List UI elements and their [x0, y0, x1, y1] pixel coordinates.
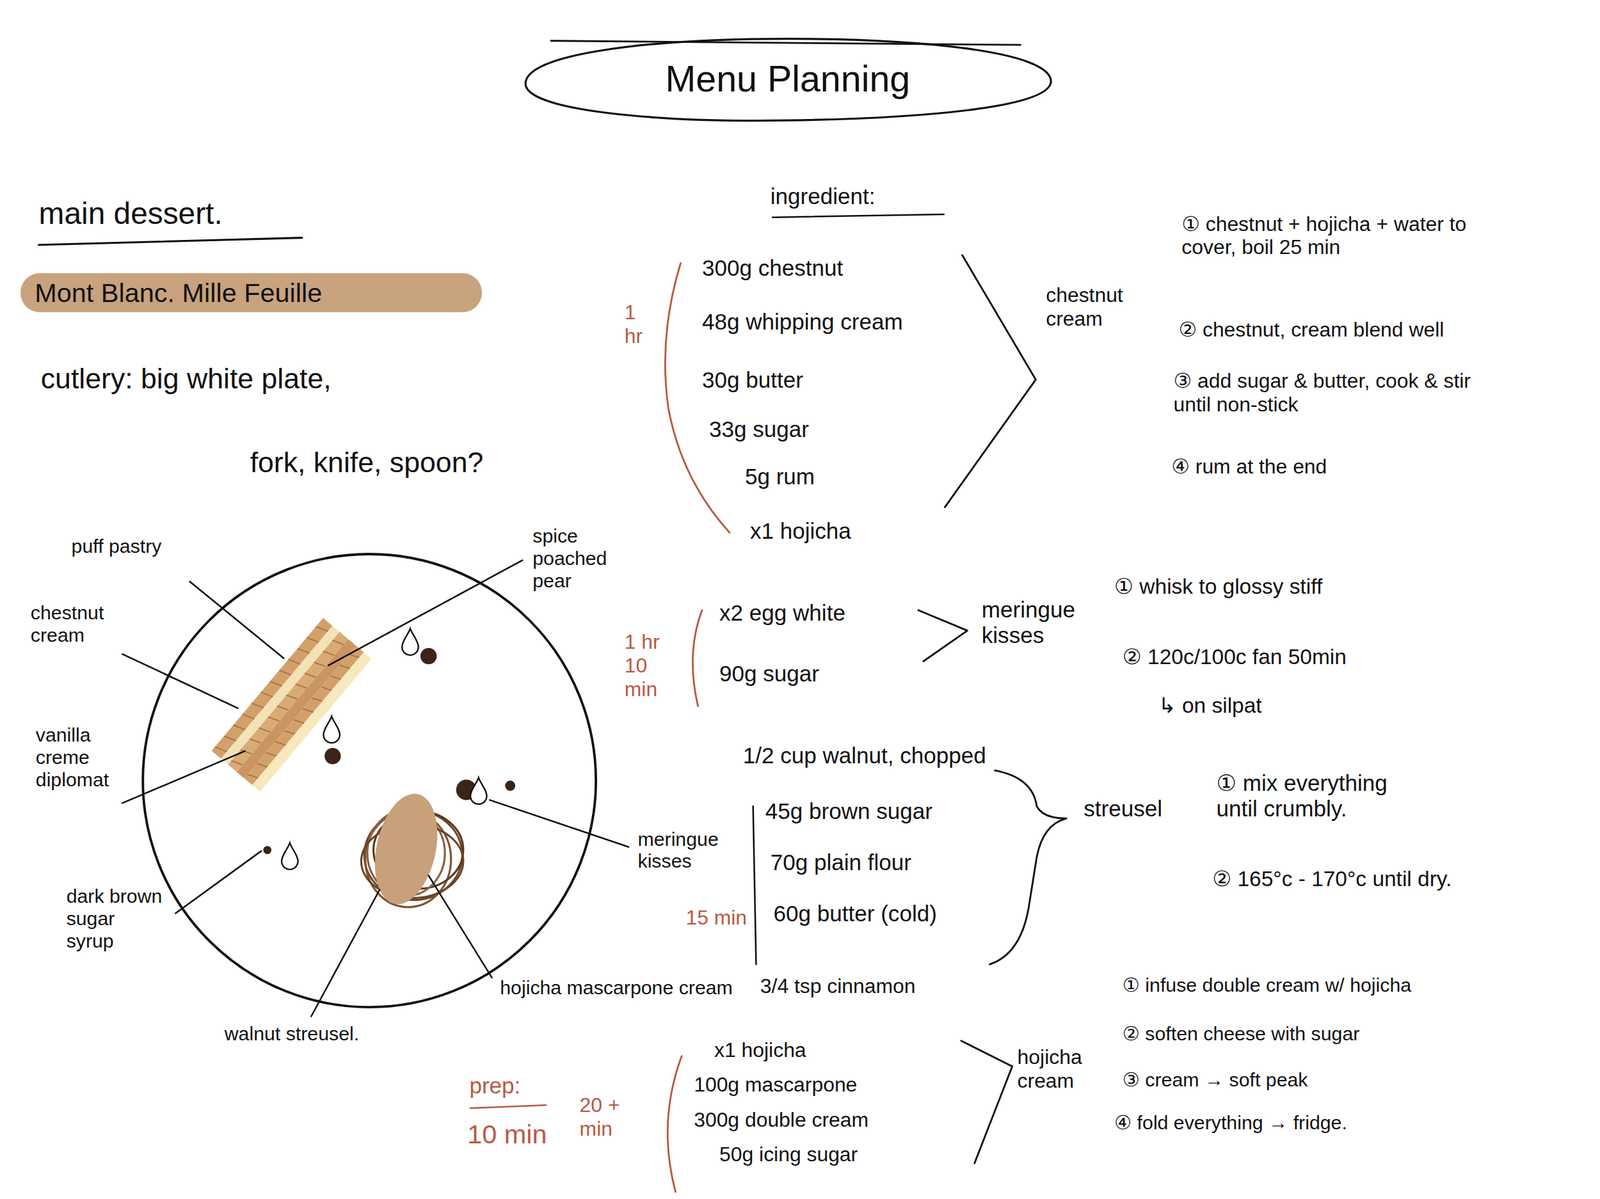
heading: ingredient:	[770, 183, 876, 210]
ingredient: 33g sugar	[709, 416, 809, 443]
group-bracket	[990, 770, 1067, 965]
time-note: 1 hr 10 min	[624, 630, 681, 701]
method-step: ④ fold everything → fridge.	[1114, 1112, 1348, 1135]
plate-label: hojicha mascarpone cream	[499, 977, 735, 1000]
ingredient: 60g butter (cold)	[773, 901, 937, 927]
method-step: ① mix everything until crumbly.	[1216, 770, 1421, 823]
meringue-kiss	[281, 628, 487, 870]
component-name: hojicha cream	[1017, 1045, 1105, 1093]
method-step: ② 120c/100c fan 50min	[1122, 645, 1347, 671]
component-name: streusel	[1083, 796, 1163, 822]
group-bracket	[944, 255, 1036, 508]
ingredient: 45g brown sugar	[765, 798, 933, 825]
highlight-band: Mont Blanc. Mille Feuille	[20, 273, 482, 313]
ingredient: 70g plain flour	[770, 849, 912, 876]
method-step: ③ add sugar & butter, cook & stir until …	[1173, 369, 1511, 416]
method-step: ① infuse double cream w/ hojicha	[1122, 974, 1412, 998]
plate-label: meringue kisses	[637, 828, 740, 874]
note: cutlery: big white plate,	[40, 362, 332, 395]
method-step: ① whisk to glossy stiff	[1114, 574, 1323, 600]
method-step: ③ cream → soft peak	[1122, 1069, 1309, 1092]
group-bracket	[918, 610, 968, 662]
ingredient: 5g rum	[744, 464, 815, 490]
ingredient: x1 hojicha	[750, 518, 852, 544]
note: fork, knife, spoon?	[250, 446, 484, 479]
component-name: chestnut cream	[1045, 283, 1148, 331]
ingredient: 300g chestnut	[702, 255, 843, 281]
method-step: ② soften cheese with sugar	[1122, 1023, 1360, 1046]
time-note: 1 hr	[624, 300, 656, 348]
time-bracket	[664, 263, 730, 533]
time-note: 15 min	[685, 906, 747, 930]
time-bracket	[692, 610, 703, 707]
leader-line	[122, 560, 629, 1017]
ingredient: 3/4 tsp cinnamon	[760, 974, 916, 999]
ingredient: 30g butter	[702, 367, 804, 393]
ingredient: 48g whipping cream	[702, 309, 904, 335]
group-bracket	[961, 1041, 1013, 1164]
title-ellipse	[525, 39, 1051, 121]
ingredient: 50g icing sugar	[719, 1143, 858, 1167]
method-step: ② 165°c - 170°c until dry.	[1212, 867, 1452, 893]
plate-label: vanilla creme diplomat	[35, 724, 128, 792]
title-overline	[551, 40, 1021, 45]
mille-feuille-drawing	[211, 618, 372, 792]
plate-label: spice poached pear	[532, 525, 615, 592]
component-name: meringue kisses	[981, 597, 1094, 649]
ingredient: 90g sugar	[719, 661, 820, 687]
ingredient: 1/2 cup walnut, chopped	[743, 743, 987, 769]
time-note: prep:	[469, 1073, 521, 1099]
plate-label: puff pastry	[71, 535, 162, 559]
heading-underline	[772, 214, 944, 218]
ingredient: 300g double cream	[693, 1108, 869, 1133]
plate-outline	[142, 554, 596, 1008]
ingredient: x2 egg white	[719, 600, 846, 626]
heading-underline	[39, 238, 303, 246]
time-note: 10 min	[467, 1119, 547, 1151]
plate-label: dark brown sugar syrup	[66, 885, 164, 953]
page-title: Menu Planning	[664, 58, 911, 101]
heading: main dessert.	[39, 195, 223, 232]
method-step: ↳ on silpat	[1158, 693, 1263, 719]
ingredient: x1 hojicha	[714, 1038, 807, 1063]
method-step: ④ rum at the end	[1171, 455, 1327, 479]
prep-underline	[470, 1105, 546, 1109]
syrup-dots	[263, 648, 516, 855]
time-note: 20 + min	[579, 1093, 632, 1141]
method-step: ② chestnut, cream blend well	[1178, 318, 1445, 342]
method-step: ① chestnut + hojicha + water to cover, b…	[1181, 212, 1508, 260]
time-bracket	[667, 1056, 682, 1193]
plate-label: chestnut cream	[30, 602, 133, 648]
plate-label: walnut streusel.	[224, 1023, 360, 1046]
group-bracket	[753, 806, 757, 965]
ingredient: 100g mascarpone	[693, 1073, 857, 1097]
dessert-name: Mont Blanc. Mille Feuille	[34, 277, 322, 309]
